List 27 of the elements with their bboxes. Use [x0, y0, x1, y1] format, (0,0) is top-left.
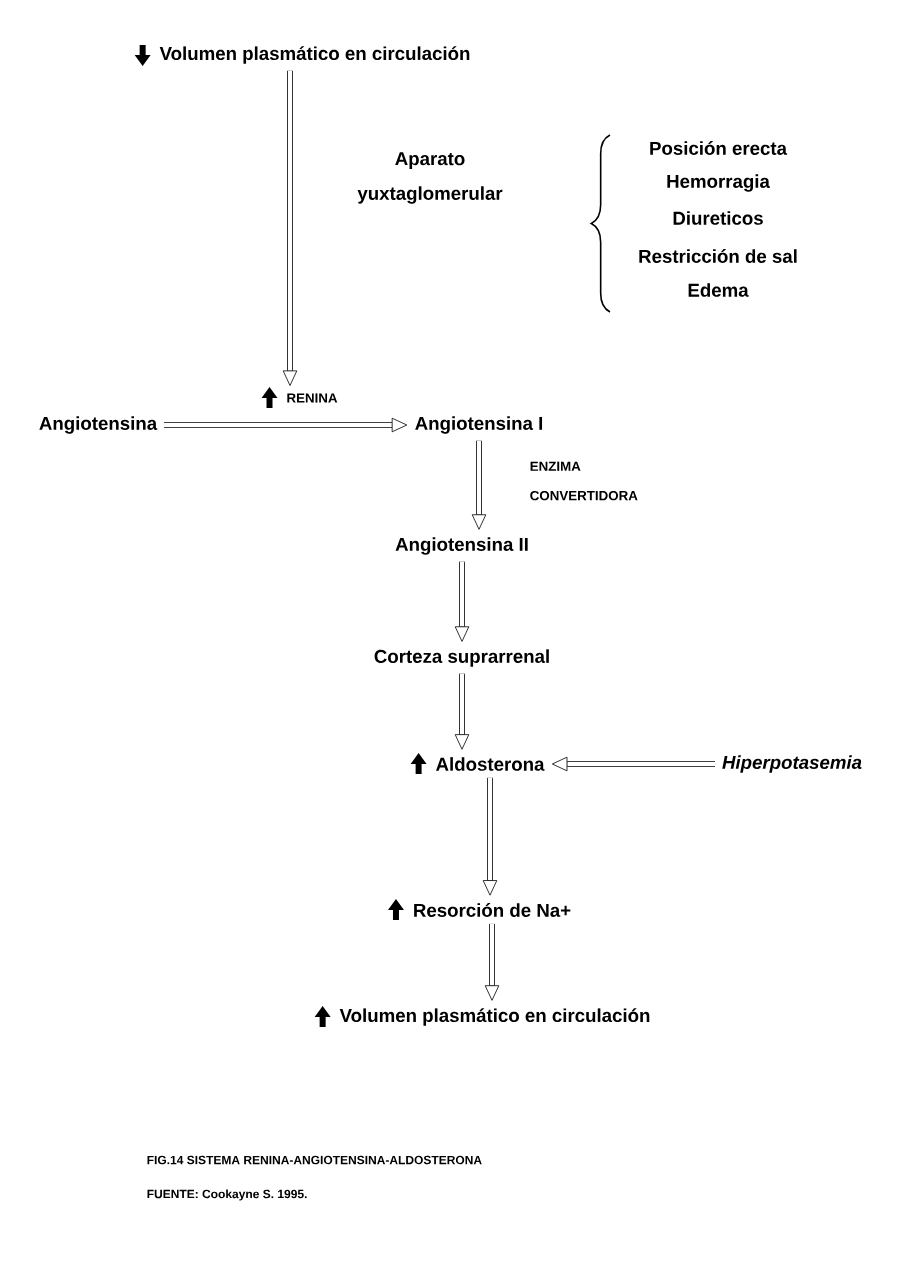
- arrow: [551, 756, 716, 772]
- node-text: Angiotensina: [39, 416, 158, 434]
- source-note: FUENTE: Cookayne S. 1995.: [147, 1189, 307, 1201]
- list-item: Edema: [688, 283, 749, 297]
- arrow: [482, 777, 498, 896]
- arrow: [454, 561, 470, 642]
- node-text: Volumen plasmático en circulación: [159, 46, 470, 64]
- arrow: [454, 673, 470, 750]
- edge-label: Aparato yuxtaglomerular: [357, 152, 503, 204]
- arrow: [471, 440, 487, 530]
- arrow: [282, 70, 298, 386]
- node-text: Angiotensina II: [395, 537, 528, 555]
- node-text: RENINA: [287, 393, 338, 403]
- node-text: Volumen plasmático en circulación: [339, 1008, 650, 1026]
- node-text: Angiotensina I: [415, 416, 543, 434]
- node-text: Hiperpotasemia: [722, 755, 862, 773]
- caption: FIG.14 SISTEMA RENINA-ANGIOTENSINA-ALDOSTERONA: [147, 1155, 482, 1165]
- arrow: [164, 417, 408, 433]
- node-text: Resorción de Na+: [414, 903, 571, 917]
- edge-label: ENZIMA CONVERTIDORA: [530, 461, 638, 501]
- node-text: Aldosterona: [436, 757, 545, 771]
- node-text: Corteza suprarrenal: [374, 649, 549, 667]
- list-item: Posición erecta: [650, 141, 788, 155]
- list-item: Restricción de sal: [639, 249, 797, 263]
- list-item: Diureticos: [673, 211, 763, 225]
- list-item: Hemorragia: [667, 174, 770, 192]
- arrow: [484, 923, 500, 1001]
